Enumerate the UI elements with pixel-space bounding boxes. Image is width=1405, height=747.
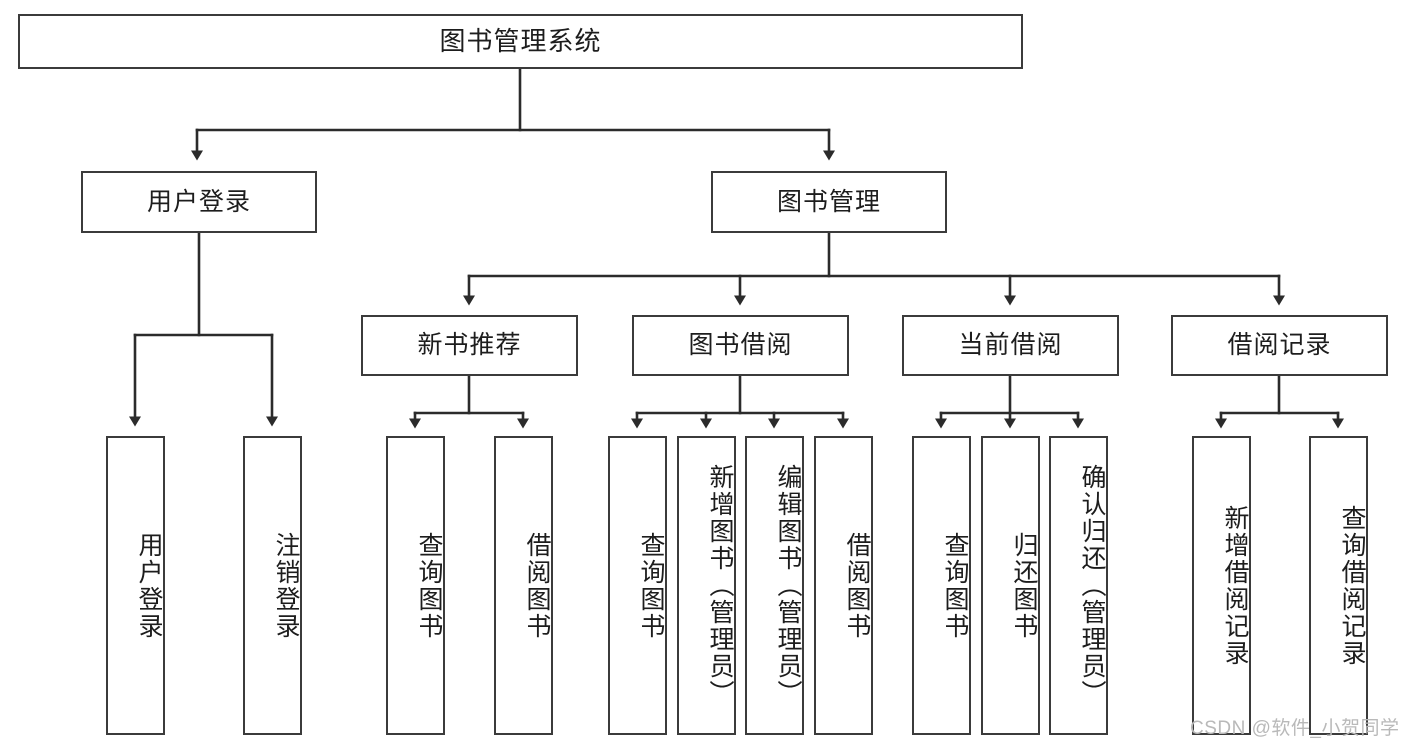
watermark-text: CSDN @软件_小贺同学 — [1190, 718, 1400, 739]
leaf-new-book-query-books[interactable]: 查询图书 — [386, 436, 445, 735]
node-current-borrow[interactable]: 当前借阅 — [902, 315, 1119, 376]
node-borrow-record[interactable]: 借阅记录 — [1171, 315, 1388, 376]
leaf-user-login-login[interactable]: 用户登录 — [106, 436, 165, 735]
node-root-system[interactable]: 图书管理系统 — [18, 14, 1023, 69]
leaf-book-borrow-add-book-admin[interactable]: 新增图书（管理员） — [677, 436, 736, 735]
node-book-management[interactable]: 图书管理 — [711, 171, 947, 233]
node-new-book-recommend[interactable]: 新书推荐 — [361, 315, 578, 376]
leaf-label: 借阅图书 — [843, 531, 871, 640]
leaf-label: 查询借阅记录 — [1338, 504, 1366, 667]
node-book-borrow[interactable]: 图书借阅 — [632, 315, 849, 376]
leaf-borrow-record-add-record[interactable]: 新增借阅记录 — [1192, 436, 1251, 735]
leaf-label: 注销登录 — [272, 531, 300, 640]
leaf-label: 确认归还（管理员） — [1078, 464, 1106, 707]
leaf-label: 借阅图书 — [523, 531, 551, 640]
leaf-label: 查询图书 — [637, 531, 665, 640]
leaf-label: 新增图书（管理员） — [706, 464, 734, 707]
leaf-user-login-logout[interactable]: 注销登录 — [243, 436, 302, 735]
leaf-label: 编辑图书（管理员） — [774, 464, 802, 707]
leaf-label: 查询图书 — [941, 531, 969, 640]
leaf-label: 用户登录 — [135, 531, 163, 640]
leaf-book-borrow-borrow-books[interactable]: 借阅图书 — [814, 436, 873, 735]
leaf-label: 查询图书 — [415, 531, 443, 640]
leaf-current-borrow-query-books[interactable]: 查询图书 — [912, 436, 971, 735]
leaf-current-borrow-return-books[interactable]: 归还图书 — [981, 436, 1040, 735]
leaf-current-borrow-confirm-return-admin[interactable]: 确认归还（管理员） — [1049, 436, 1108, 735]
node-user-login[interactable]: 用户登录 — [81, 171, 317, 233]
leaf-label: 归还图书 — [1010, 531, 1038, 640]
leaf-book-borrow-query-books[interactable]: 查询图书 — [608, 436, 667, 735]
leaf-borrow-record-query-record[interactable]: 查询借阅记录 — [1309, 436, 1368, 735]
leaf-new-book-borrow-books[interactable]: 借阅图书 — [494, 436, 553, 735]
leaf-book-borrow-edit-book-admin[interactable]: 编辑图书（管理员） — [745, 436, 804, 735]
leaf-label: 新增借阅记录 — [1221, 504, 1249, 667]
